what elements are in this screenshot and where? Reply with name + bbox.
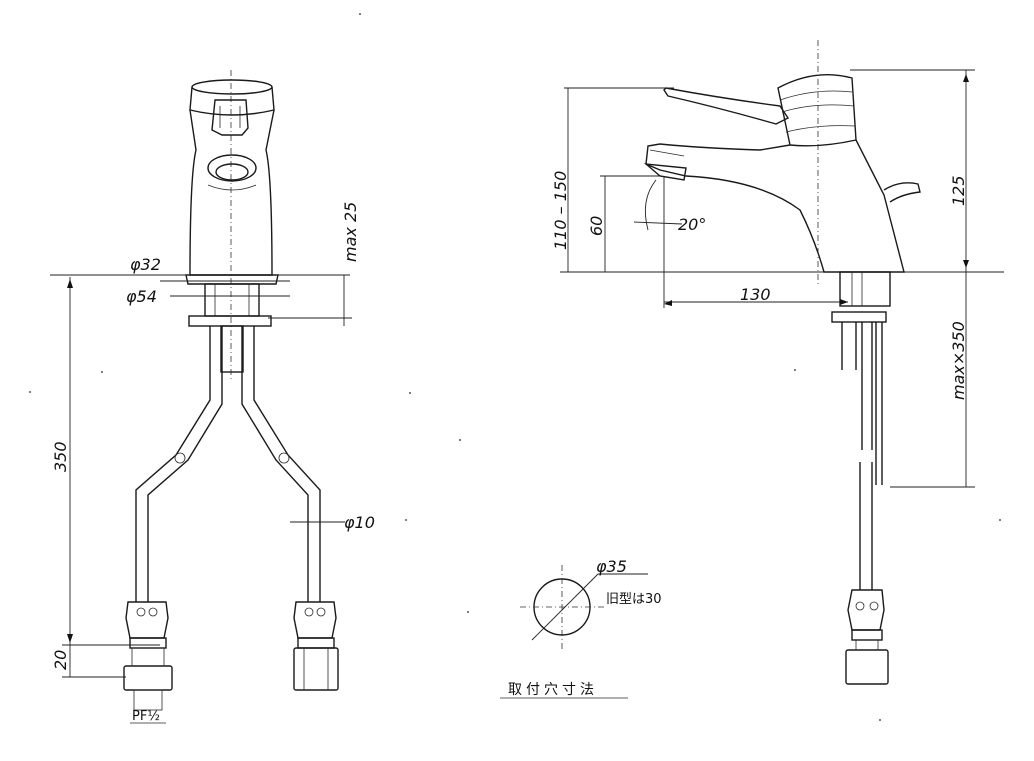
side-view: 110 – 150 60 20° 130 125 max×350 [551, 40, 1004, 685]
front-right-thread-nut [293, 647, 339, 691]
dim-max25: max 25 [341, 202, 360, 262]
hole-caption: 取付穴寸法 [508, 682, 598, 698]
side-mounting-nut [831, 311, 887, 323]
front-handle-lever [211, 99, 249, 136]
scan-specks [29, 13, 1001, 721]
front-center-stem [220, 325, 244, 373]
front-view: φ32 φ54 max 25 350 20 φ10 PF½ [50, 70, 375, 724]
front-left-thread [133, 689, 163, 711]
dim-20deg: 20° [678, 215, 706, 234]
front-left-thread-nut [123, 665, 173, 691]
old-model-note: 旧型は30 [606, 592, 662, 607]
front-right-pipe-outer [253, 326, 321, 602]
front-spout-ring [207, 154, 257, 182]
front-left-pipe-inner [147, 326, 223, 602]
side-shank [839, 271, 891, 307]
dim-phi54: φ54 [126, 287, 157, 306]
front-base [185, 274, 279, 285]
front-handle-detail [219, 106, 241, 128]
dim-phi10: φ10 [344, 513, 375, 532]
front-spout-outlet [215, 163, 249, 181]
side-aerator [643, 163, 687, 181]
side-union [847, 589, 885, 631]
thread-label: PF½ [132, 709, 160, 724]
front-mounting-nut [188, 315, 272, 327]
front-spout-shadow [207, 184, 257, 191]
side-back-lever [883, 182, 921, 203]
dim-phi35: φ35 [596, 557, 627, 576]
dim-110-150: 110 – 150 [551, 171, 570, 250]
dim-20: 20 [51, 650, 70, 670]
dim-60: 60 [587, 216, 606, 236]
dim-350: 350 [51, 441, 70, 472]
dim-130: 130 [740, 285, 771, 304]
side-body-spout [645, 139, 905, 273]
front-right-union [293, 601, 337, 639]
dim-phi32: φ32 [130, 255, 161, 274]
front-shank [204, 283, 260, 317]
hole-detail: φ35 旧型は30 取付穴寸法 [500, 557, 662, 699]
front-cap-band [189, 86, 275, 116]
side-lever-handle [663, 87, 790, 125]
dim-max350: max×350 [949, 321, 968, 400]
front-left-pipe-outer [135, 326, 211, 602]
front-left-union [125, 601, 169, 639]
front-right-pipe-inner [241, 326, 309, 602]
front-cap-top [191, 79, 273, 95]
dim-125: 125 [949, 175, 968, 206]
side-thread-nut [845, 649, 889, 685]
